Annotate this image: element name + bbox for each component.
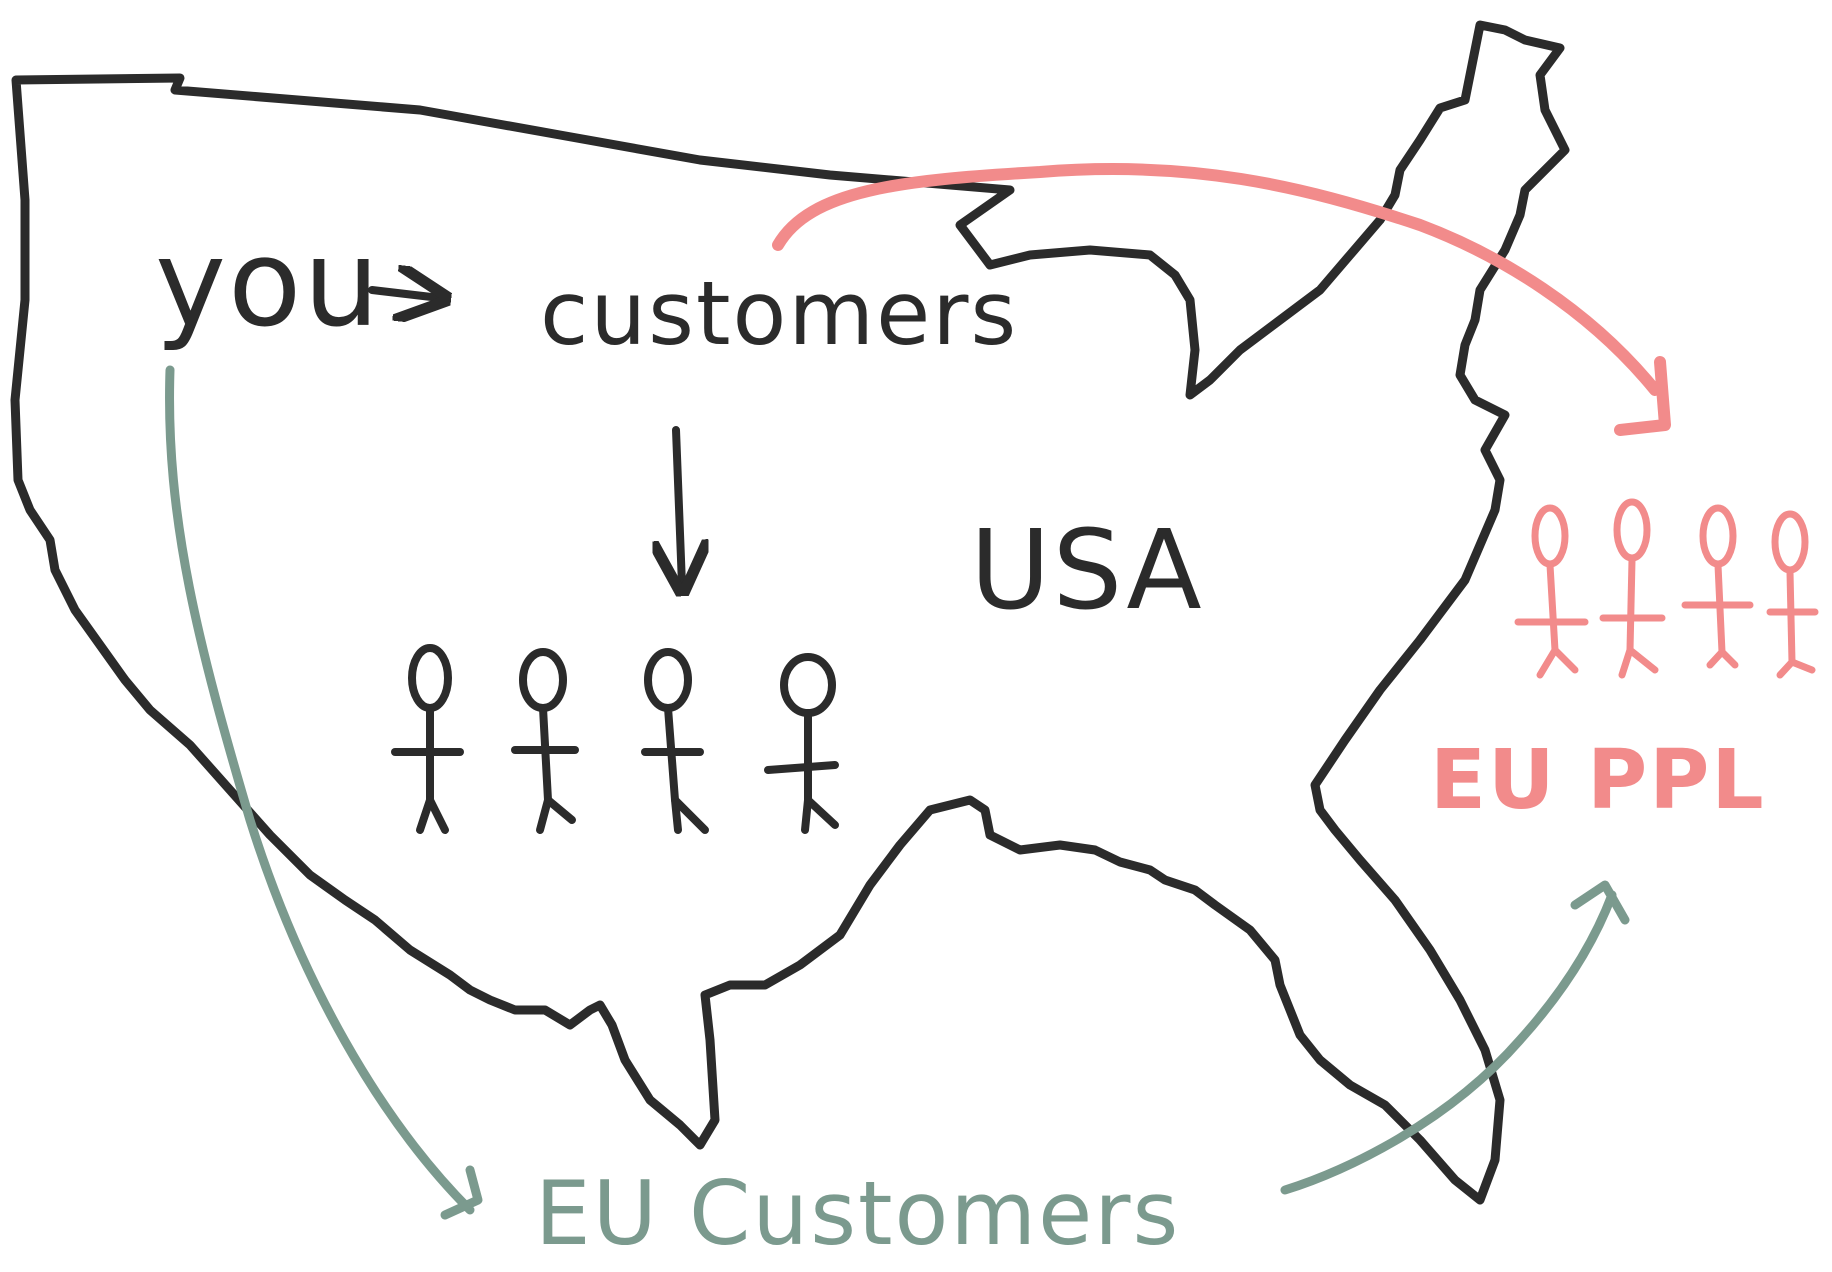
us-customers-group xyxy=(391,644,839,834)
arrowhead-red xyxy=(1614,356,1671,436)
arrow-eu-customers-to-eu-people xyxy=(1280,890,1617,1195)
usa-map-outline xyxy=(10,20,1570,1205)
eu-stick-figure xyxy=(1514,504,1589,679)
arrow-you-to-customers xyxy=(368,290,440,298)
label-eu-customers: EU Customers xyxy=(535,1162,1181,1265)
eu-stick-figure xyxy=(1599,498,1666,679)
eu-people-group xyxy=(1514,498,1819,679)
arrow-you-to-eu-customers xyxy=(165,365,475,1215)
us-stick-figure xyxy=(511,648,579,834)
eu-stick-figure xyxy=(1766,510,1819,679)
label-eu-ppl: EU PPL xyxy=(1430,733,1766,828)
arrowhead-green-right xyxy=(1570,880,1630,925)
label-usa: USA xyxy=(970,506,1204,634)
arrow-customers-to-people xyxy=(676,426,682,585)
arrow-to-eu-people xyxy=(772,163,1661,396)
us-stick-figure xyxy=(641,648,709,834)
arrowhead-green-left xyxy=(440,1165,483,1220)
label-customers: customers xyxy=(540,262,1019,365)
us-stick-figure xyxy=(391,644,464,834)
label-you: you xyxy=(155,215,382,354)
eu-stick-figure xyxy=(1681,504,1754,669)
us-stick-figure xyxy=(764,653,839,834)
